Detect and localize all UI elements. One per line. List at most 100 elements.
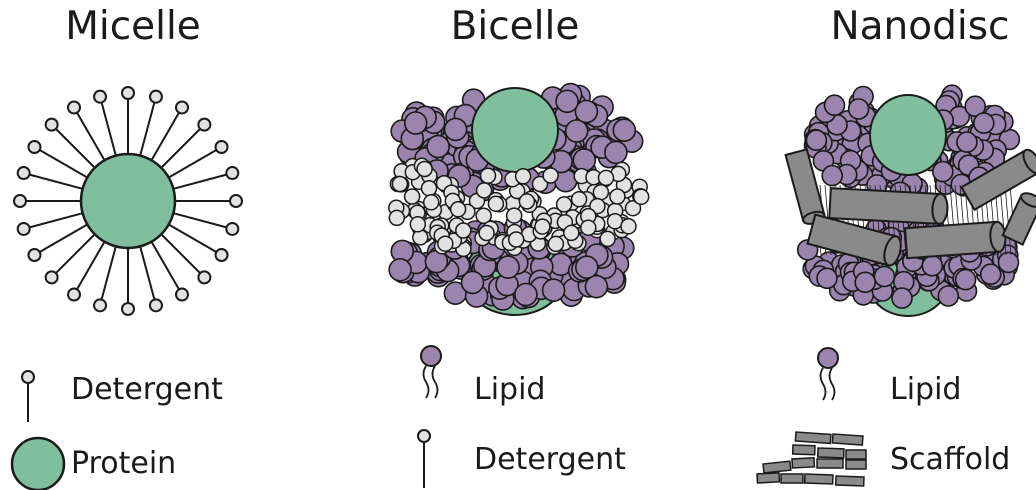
detergent-head (481, 168, 496, 183)
lipid-head (427, 136, 449, 158)
detergent-tail (29, 213, 82, 227)
lipid-head (956, 270, 976, 290)
detergent-head (593, 185, 608, 200)
lipid-head (605, 141, 627, 163)
detergent-head (600, 231, 615, 246)
bicelle-legend-lipid-label: Lipid (474, 372, 545, 407)
lipid-head (849, 99, 869, 119)
detergent-head (18, 223, 30, 235)
detergent-head (438, 236, 453, 251)
scaffold-segment (829, 188, 948, 224)
nanodisc-protein-top (870, 95, 946, 175)
detergent-head (608, 214, 623, 229)
detergent-head (548, 236, 563, 251)
detergent-tail (140, 246, 154, 299)
detergent-head (150, 299, 162, 311)
scaffold-bar (818, 448, 844, 458)
micelle-protein (81, 154, 175, 248)
detergent-head (226, 223, 238, 235)
detergent-head (176, 289, 188, 301)
detergent-head (424, 195, 439, 210)
scaffold-segment (905, 221, 1006, 258)
lipid-head (892, 288, 912, 308)
detergent-head (477, 183, 492, 198)
detergent-head (216, 249, 228, 261)
bicelle-protein-top (472, 88, 558, 172)
lipid-head (576, 256, 598, 278)
scaffold-body (829, 188, 940, 224)
bicelle-detergent-rim (389, 158, 649, 256)
lipid-head (462, 271, 484, 293)
detergent-head (543, 168, 558, 183)
detergent-head (564, 225, 579, 240)
scaffold-bar (805, 474, 833, 484)
detergent-head (122, 87, 134, 99)
detergent-head (18, 167, 30, 179)
lipid-head (822, 166, 842, 186)
detergent-head (422, 181, 437, 196)
lipid-head (613, 119, 635, 141)
legend-scaffold-icon (757, 432, 866, 486)
detergent-head (94, 91, 106, 103)
detergent-head (405, 189, 420, 204)
scaffold-bar (817, 459, 843, 468)
detergent-head (479, 226, 494, 241)
detergent-head (516, 169, 531, 184)
detergent-head (621, 219, 636, 234)
detergent-head (581, 220, 596, 235)
detergent-head (14, 195, 26, 207)
legend-lipid-icon-bicelle (421, 346, 441, 398)
lipid-head (445, 118, 467, 140)
detergent-head (610, 189, 625, 204)
detergent-tail (173, 213, 226, 227)
lipid-head (575, 101, 597, 123)
detergent-head (28, 141, 40, 153)
bicelle-legend-detergent-label: Detergent (474, 442, 626, 477)
nanodisc-legend-lipid-label: Lipid (890, 372, 961, 407)
lipid-head (933, 162, 953, 182)
nanodisc-legend-scaffold-label: Scaffold (890, 442, 1010, 477)
detergent-head (150, 91, 162, 103)
scaffold-bar (763, 461, 791, 473)
scaffold-bar (792, 458, 814, 468)
lipid-head (974, 113, 994, 133)
detergent-head (456, 223, 471, 238)
scaffold-bar (795, 432, 831, 443)
detergent-head (519, 194, 534, 209)
detergent-head (634, 189, 649, 204)
micelle-illustration (14, 87, 242, 315)
lipid-head (543, 279, 565, 301)
detergent-tail (173, 175, 226, 189)
scaffold-bar (836, 476, 864, 486)
lipid-head (938, 286, 958, 306)
scaffold-body (905, 222, 999, 258)
detergent-head (94, 299, 106, 311)
lipid-head (566, 120, 588, 142)
bicelle-illustration (389, 84, 649, 315)
detergent-head (507, 208, 522, 223)
lipid-head (806, 130, 826, 150)
detergent-head (230, 195, 242, 207)
detergent-head (46, 271, 58, 283)
scaffold-bar (757, 473, 779, 483)
detergent-head (216, 141, 228, 153)
scaffold-bar (781, 474, 803, 483)
detergent-head (46, 119, 58, 131)
detergent-tail (102, 102, 116, 155)
scaffold-cap (932, 194, 949, 225)
detergent-tail (29, 175, 82, 189)
detergent-head (28, 249, 40, 261)
detergent-head (176, 101, 188, 113)
micelle-legend-detergent-label: Detergent (71, 372, 223, 407)
detergent-head (557, 197, 572, 212)
detergent-head (572, 192, 587, 207)
lipid-head (405, 112, 427, 134)
scaffold-bar (846, 460, 866, 469)
detergent-head (68, 101, 80, 113)
legend-protein-icon (12, 438, 64, 490)
legend-lipid-icon-nanodisc (818, 348, 838, 400)
scaffold-bar (832, 434, 863, 445)
detergent-tail (102, 246, 116, 299)
detergent-head (389, 210, 404, 225)
